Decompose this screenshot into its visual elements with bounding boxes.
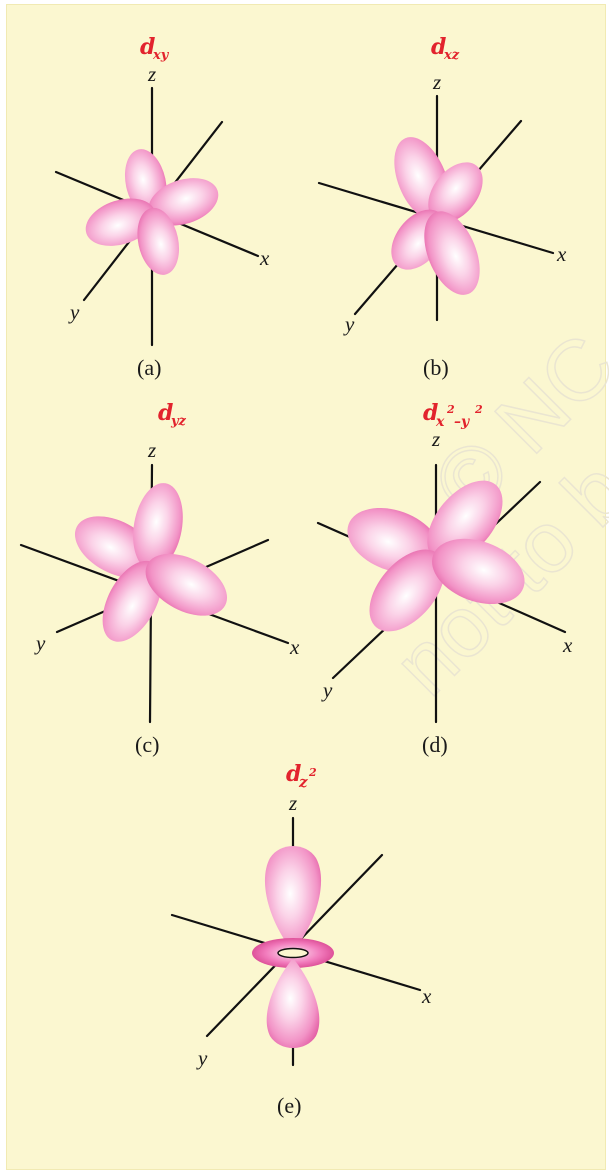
orbital-d-z-label: z <box>431 427 440 451</box>
orbital-d-y-label: y <box>321 678 333 702</box>
orbital-d-lobes <box>347 480 525 632</box>
orbital-b-title-sub: xz <box>443 48 460 63</box>
orbital-d-title-sub: x <box>435 414 445 430</box>
orbital-c-lobe-lower-left <box>102 560 162 642</box>
orbital-a-lobes <box>85 149 219 275</box>
orbital-d-caption: (d) <box>422 732 448 757</box>
orbital-a-title-d: d <box>140 34 155 60</box>
orbital-d-title-sub2: –y <box>454 414 470 430</box>
orbital-c-x-label: x <box>289 635 300 659</box>
orbital-b-lobe-upper-right <box>428 162 483 223</box>
orbital-d-lobe-right <box>432 538 525 605</box>
orbital-e-z-label: z <box>288 791 297 815</box>
orbital-c-title-sub: yz <box>170 414 187 429</box>
orbital-c-caption: (c) <box>135 732 159 757</box>
orbital-d-x-label: x <box>562 633 573 657</box>
orbital-a-title-sub: xy <box>152 48 170 63</box>
orbital-dyz: d yz z x y (c) <box>19 400 300 757</box>
orbital-c-lobes <box>74 483 228 642</box>
orbital-e-x-label: x <box>421 984 432 1008</box>
orbital-a-caption: (a) <box>137 355 161 380</box>
orbital-d-title-d: d <box>423 400 438 426</box>
orbital-d-lobe-lower-left <box>369 549 445 632</box>
orbital-a-z-label: z <box>147 62 156 86</box>
orbital-c-lobe-lower-right <box>145 553 228 616</box>
orbital-c-lobe-upper-right <box>133 483 183 571</box>
orbital-b-y-label: y <box>343 312 355 336</box>
orbital-e-lobe-top <box>264 846 322 952</box>
orbital-b-x-label: x <box>556 242 567 266</box>
orbital-e-title-sup: 2 <box>308 766 317 779</box>
orbital-e-title-d: d <box>286 761 301 787</box>
orbital-c-z-label: z <box>147 438 156 462</box>
orbital-b-caption: (b) <box>423 355 449 380</box>
orbital-a-x-label: x <box>259 246 270 270</box>
orbital-e-torus-hole <box>277 947 309 959</box>
orbital-d-title-sup1: 2 <box>446 403 455 416</box>
orbital-e-lobes <box>252 846 334 1048</box>
orbital-a-y-label: y <box>68 300 80 324</box>
orbital-e-title-sub: z <box>298 773 308 791</box>
orbital-dz2: d z 2 z x y (e) <box>170 761 432 1118</box>
orbital-e-lobe-bottom <box>266 958 320 1048</box>
orbital-a-lobe-right <box>148 178 219 226</box>
orbital-e-caption: (e) <box>277 1093 301 1118</box>
orbital-b-lobes <box>391 137 483 295</box>
orbital-a-lobe-bottom <box>137 207 180 275</box>
orbital-b-z-label: z <box>432 70 441 94</box>
orbital-b-lobe-lower-right <box>424 211 480 295</box>
orbital-c-y-label: y <box>34 631 46 655</box>
orbital-dxz: d xz z x y (b) <box>317 34 567 380</box>
orbital-b-title-d: d <box>431 34 446 60</box>
orbital-c-title-d: d <box>158 400 173 426</box>
orbital-e-y-label: y <box>196 1046 208 1070</box>
orbital-dxy: d xy z x y (a) <box>54 34 270 380</box>
orbital-d-title-sup2: 2 <box>474 403 483 416</box>
orbital-dx2-y2: d x 2 –y 2 z x y (d) <box>316 400 573 757</box>
